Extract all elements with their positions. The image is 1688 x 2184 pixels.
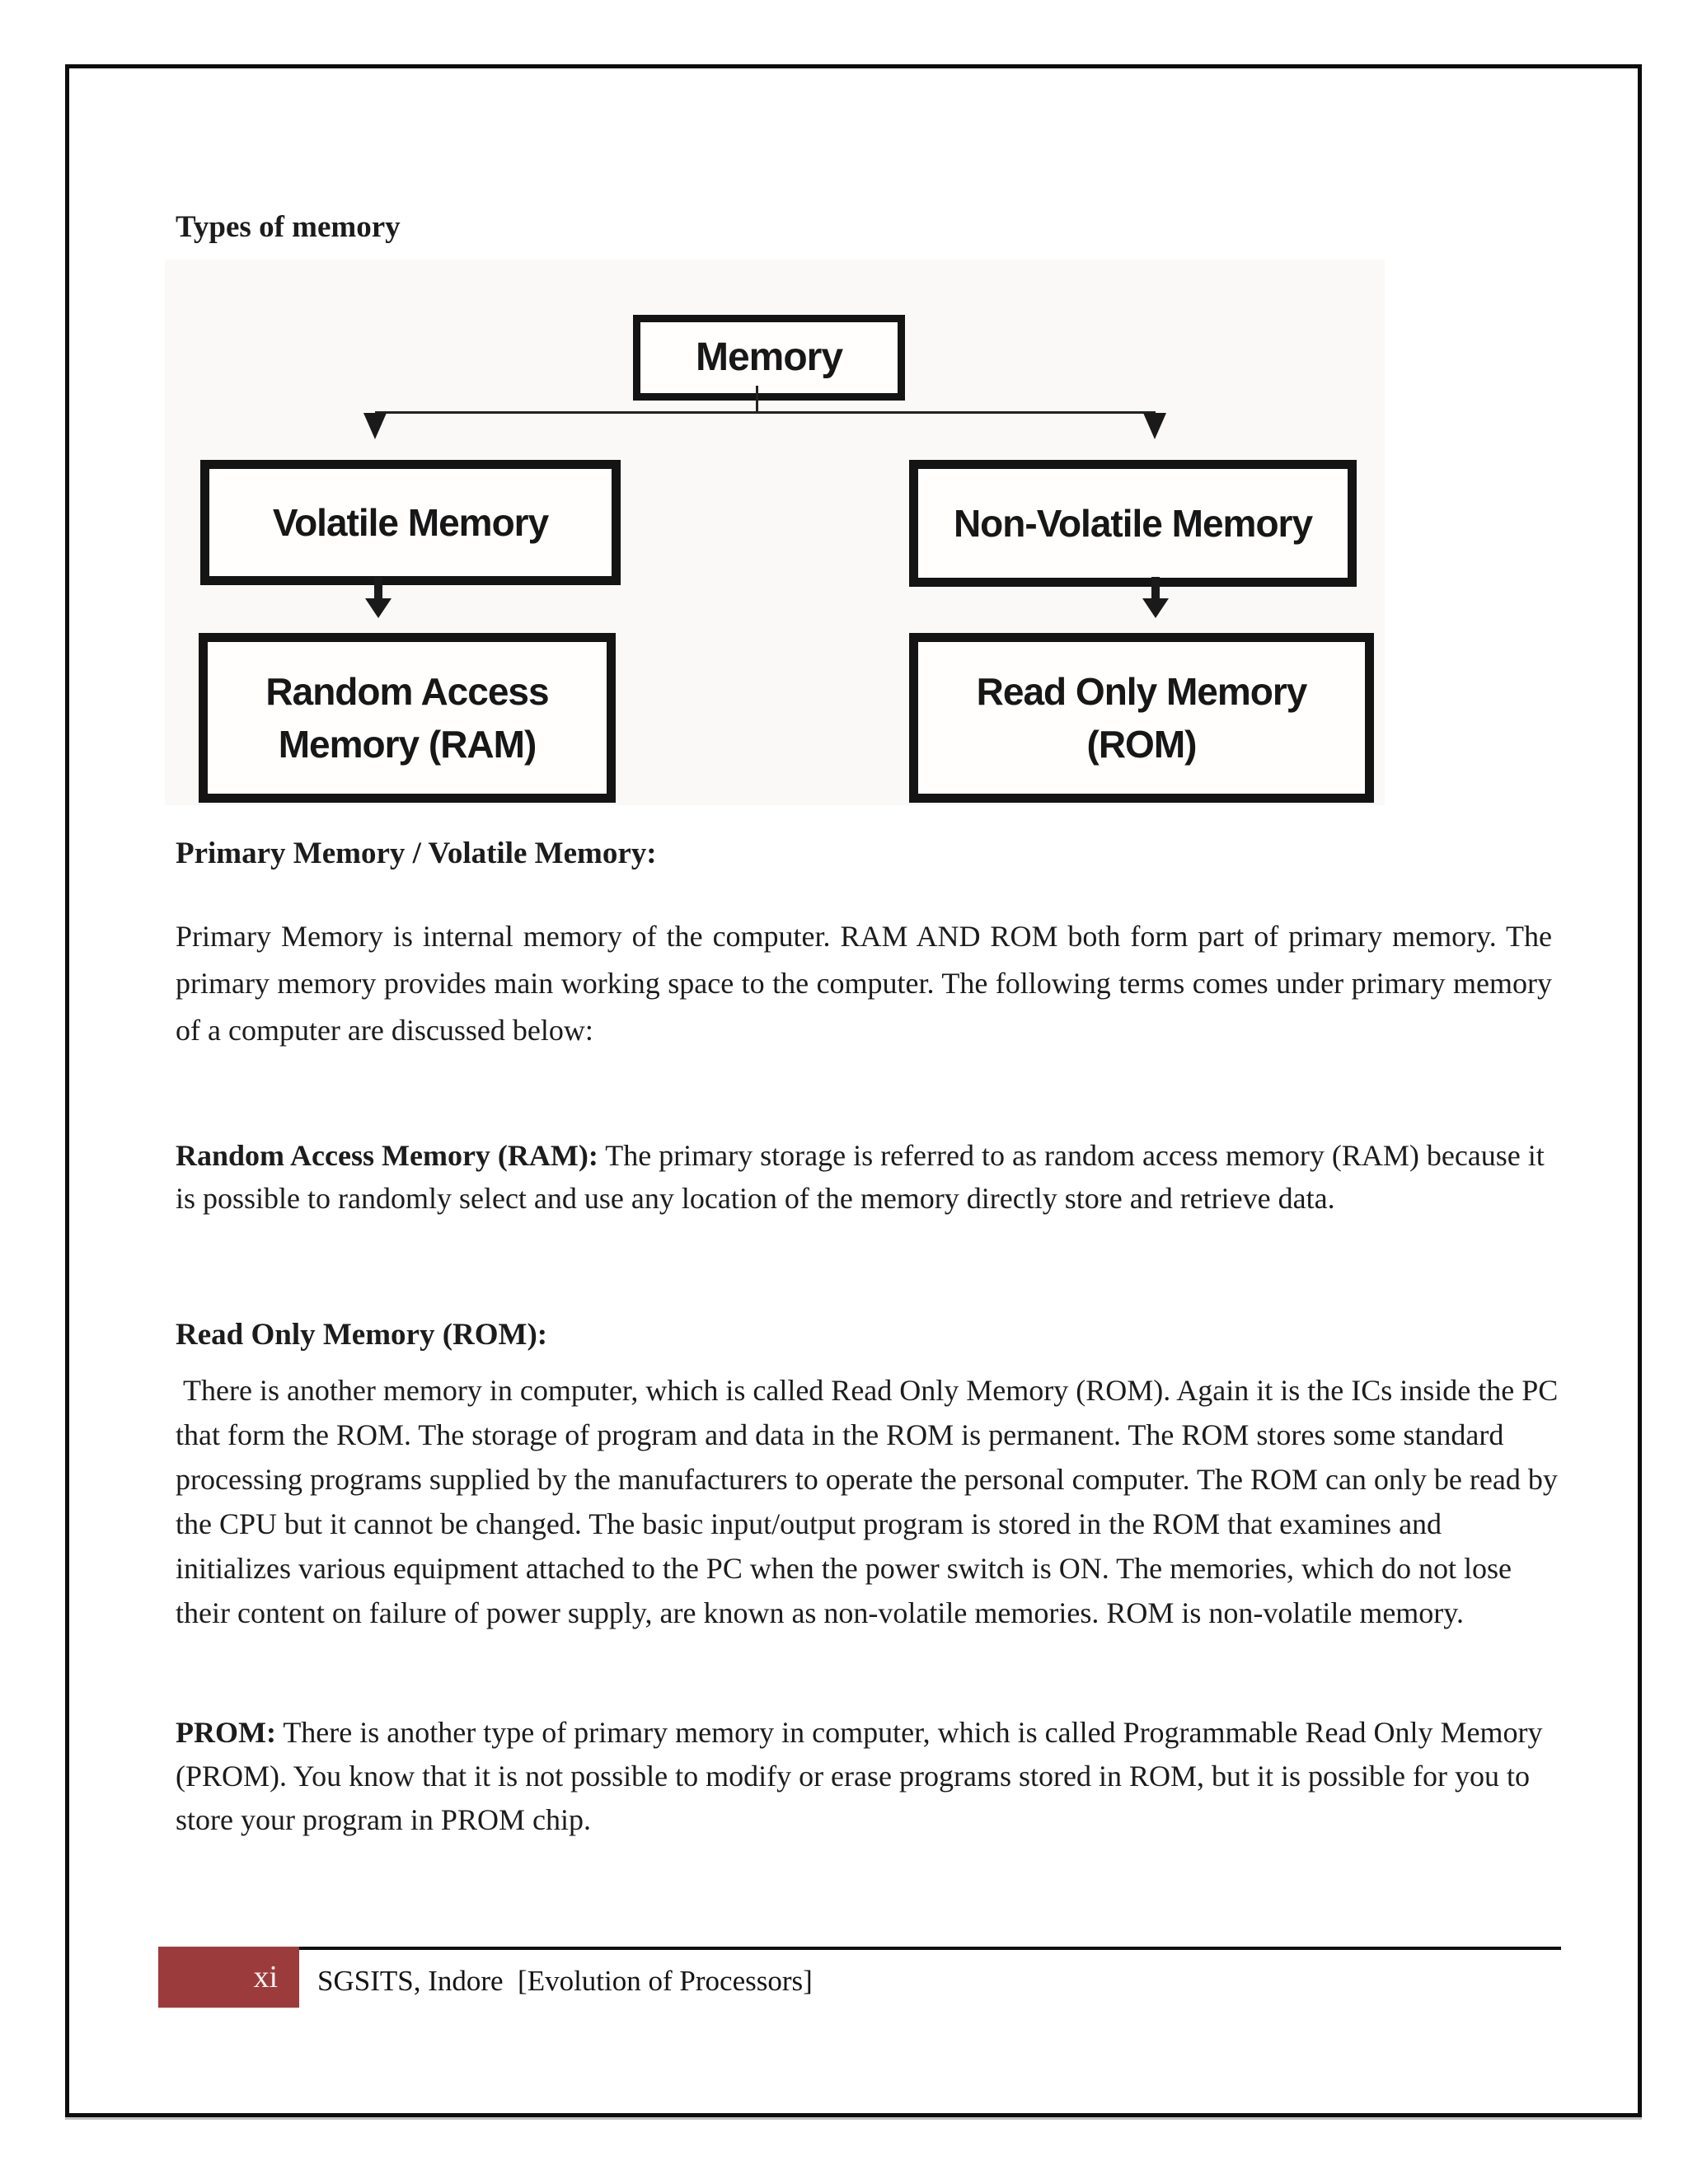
arrow-down-icon — [1143, 413, 1166, 439]
arrow-down-icon — [374, 577, 382, 600]
rom-label-line2: (ROM) — [1086, 723, 1198, 766]
connector-line-horizontal — [375, 411, 1156, 414]
diagram-node-ram-label: Random Access Memory (RAM) — [265, 665, 549, 771]
paragraph-ram-body: The primary storage is referred to as ra… — [176, 1139, 1545, 1215]
ram-label-line1: Random Access — [265, 670, 549, 713]
diagram-node-nonvolatile-memory: Non-Volatile Memory — [909, 460, 1357, 587]
footer-text: SGSITS, Indore [Evolution of Processors] — [317, 1965, 813, 1997]
paragraph-prom-lead: PROM: — [176, 1716, 276, 1749]
diagram-node-memory: Memory — [633, 315, 905, 401]
arrow-down-icon — [365, 598, 392, 618]
footer-rule — [297, 1947, 1561, 1950]
connector-line-vertical — [756, 386, 758, 413]
section-heading-rom: Read Only Memory (ROM): — [176, 1318, 548, 1352]
paragraph-ram: Random Access Memory (RAM): The primary … — [176, 1134, 1560, 1220]
diagram-node-ram: Random Access Memory (RAM) — [199, 633, 616, 803]
section-heading-primary-memory: Primary Memory / Volatile Memory: — [176, 837, 657, 870]
diagram-node-volatile-memory: Volatile Memory — [200, 460, 621, 585]
diagram-node-nonvolatile-label: Non-Volatile Memory — [953, 502, 1313, 545]
paragraph-rom: There is another memory in computer, whi… — [176, 1374, 1566, 1629]
page-border — [65, 64, 1642, 2117]
arrow-down-icon — [363, 413, 387, 439]
arrow-down-icon — [1151, 577, 1160, 600]
diagram-node-memory-label: Memory — [695, 335, 843, 379]
ram-label-line2: Memory (RAM) — [278, 723, 537, 766]
rom-label-line1: Read Only Memory — [976, 670, 1308, 713]
diagram-node-rom: Read Only Memory (ROM) — [909, 633, 1374, 803]
diagram-node-volatile-label: Volatile Memory — [272, 501, 549, 544]
paragraph-ram-lead: Random Access Memory (RAM): — [176, 1139, 598, 1172]
paragraph-prom: PROM: There is another type of primary m… — [176, 1711, 1568, 1842]
diagram-node-rom-label: Read Only Memory (ROM) — [976, 665, 1308, 771]
page-number: xi — [253, 1960, 278, 1994]
page-number-badge: xi — [158, 1947, 299, 2008]
page-title: Types of memory — [176, 210, 401, 244]
paragraph-primary-memory: Primary Memory is internal memory of the… — [176, 920, 1552, 1047]
arrow-down-icon — [1142, 598, 1169, 618]
paragraph-prom-body: There is another type of primary memory … — [176, 1716, 1543, 1836]
